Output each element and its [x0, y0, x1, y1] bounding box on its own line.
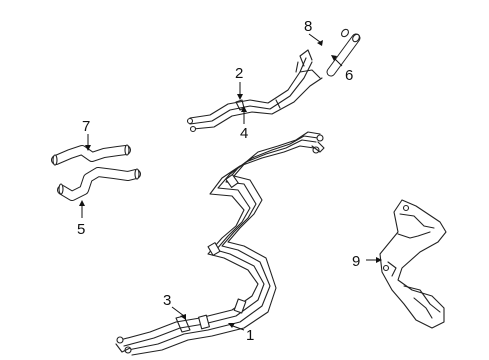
tube-assembly-part-1 [115, 131, 325, 356]
tube-clamp-part-3 [175, 315, 191, 333]
callout-4: 4 [240, 125, 248, 142]
leader-7 [85, 134, 91, 151]
hose-part-7 [51, 144, 131, 166]
callout-8: 8 [304, 18, 312, 35]
callout-6: 6 [345, 67, 353, 84]
leader-3 [171, 306, 186, 320]
bracket-part-9 [379, 199, 447, 329]
leader-9 [366, 257, 382, 263]
callout-2: 2 [235, 65, 243, 82]
leader-5 [79, 200, 85, 218]
callout-9: 9 [352, 253, 360, 270]
leader-8 [308, 33, 323, 46]
callout-7: 7 [82, 118, 90, 135]
leader-4 [241, 106, 247, 124]
hose-part-6 [326, 33, 361, 77]
callout-3: 3 [163, 292, 171, 309]
leader-6 [331, 55, 343, 67]
leader-1 [228, 323, 245, 331]
callout-5: 5 [77, 221, 85, 238]
leader-2 [237, 82, 243, 100]
callout-1: 1 [246, 327, 254, 344]
tube-assembly-part-2 [186, 49, 323, 133]
hose-part-5 [57, 167, 141, 201]
hose-part-8 [318, 28, 349, 66]
